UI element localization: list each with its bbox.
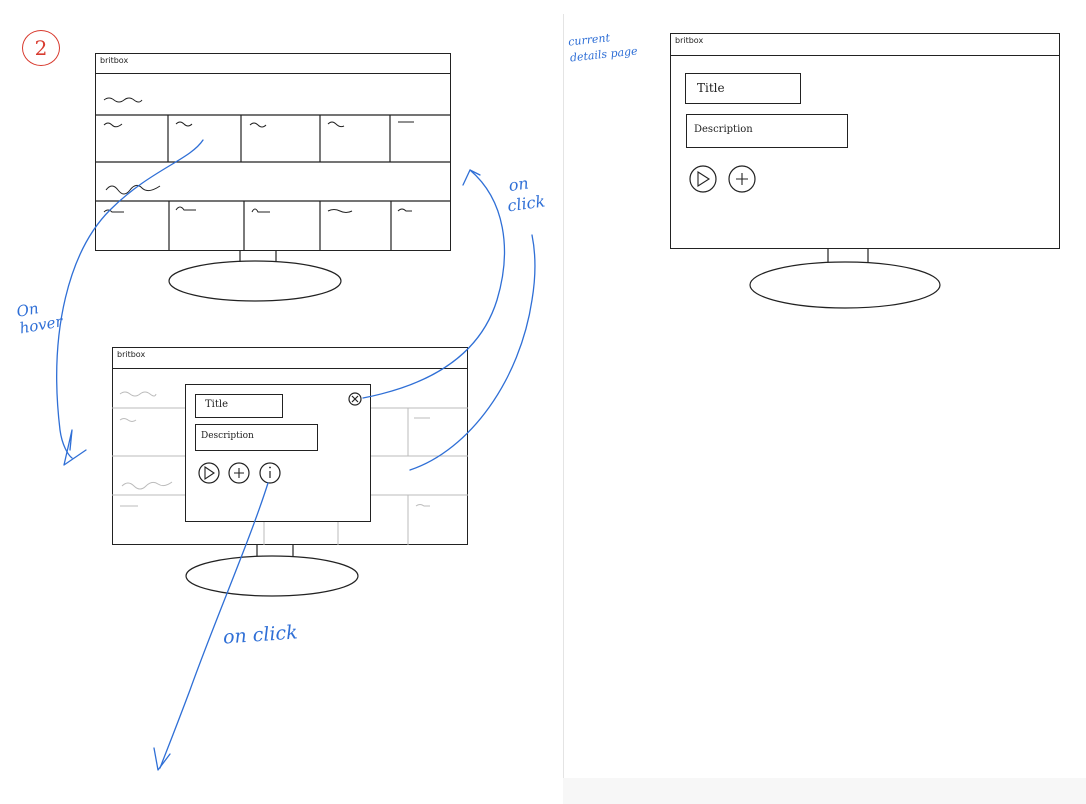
plus-icon[interactable]: [728, 165, 756, 193]
details-title-field: Title: [685, 73, 801, 104]
close-arrowhead: [462, 169, 481, 186]
hover-page-titlebar: britbox: [113, 348, 467, 369]
title-field: Title: [195, 394, 283, 418]
details-page-titlebar: britbox: [671, 34, 1059, 56]
details-description-label: Description: [694, 124, 753, 135]
background-click-arrow: [409, 234, 536, 471]
britbox-logo: britbox: [100, 56, 129, 65]
plus-icon[interactable]: [228, 462, 250, 484]
hover-arrow: [56, 139, 204, 459]
hover-arrowhead: [63, 429, 87, 466]
info-icon[interactable]: [259, 462, 281, 484]
britbox-logo: britbox: [117, 350, 146, 359]
page-footer-strip: [563, 778, 1086, 804]
browse-page-titlebar: britbox: [96, 54, 450, 74]
browse-page-monitor: britbox: [95, 53, 451, 251]
description-field: Description: [195, 424, 318, 451]
title-label: Title: [205, 399, 229, 410]
details-title-label: Title: [697, 81, 725, 95]
details-description-field: Description: [686, 114, 848, 148]
play-icon[interactable]: [198, 462, 220, 484]
play-icon[interactable]: [689, 165, 717, 193]
step-number-badge: 2: [22, 30, 60, 66]
britbox-logo: britbox: [675, 36, 704, 45]
description-label: Description: [201, 431, 254, 441]
close-icon[interactable]: [348, 392, 362, 406]
on-click-right-note: on click: [506, 173, 547, 216]
info-click-arrowhead: [153, 747, 171, 771]
close-to-browse-arrow: [362, 169, 506, 399]
page-divider: [563, 14, 564, 780]
info-click-arrow: [159, 482, 269, 769]
